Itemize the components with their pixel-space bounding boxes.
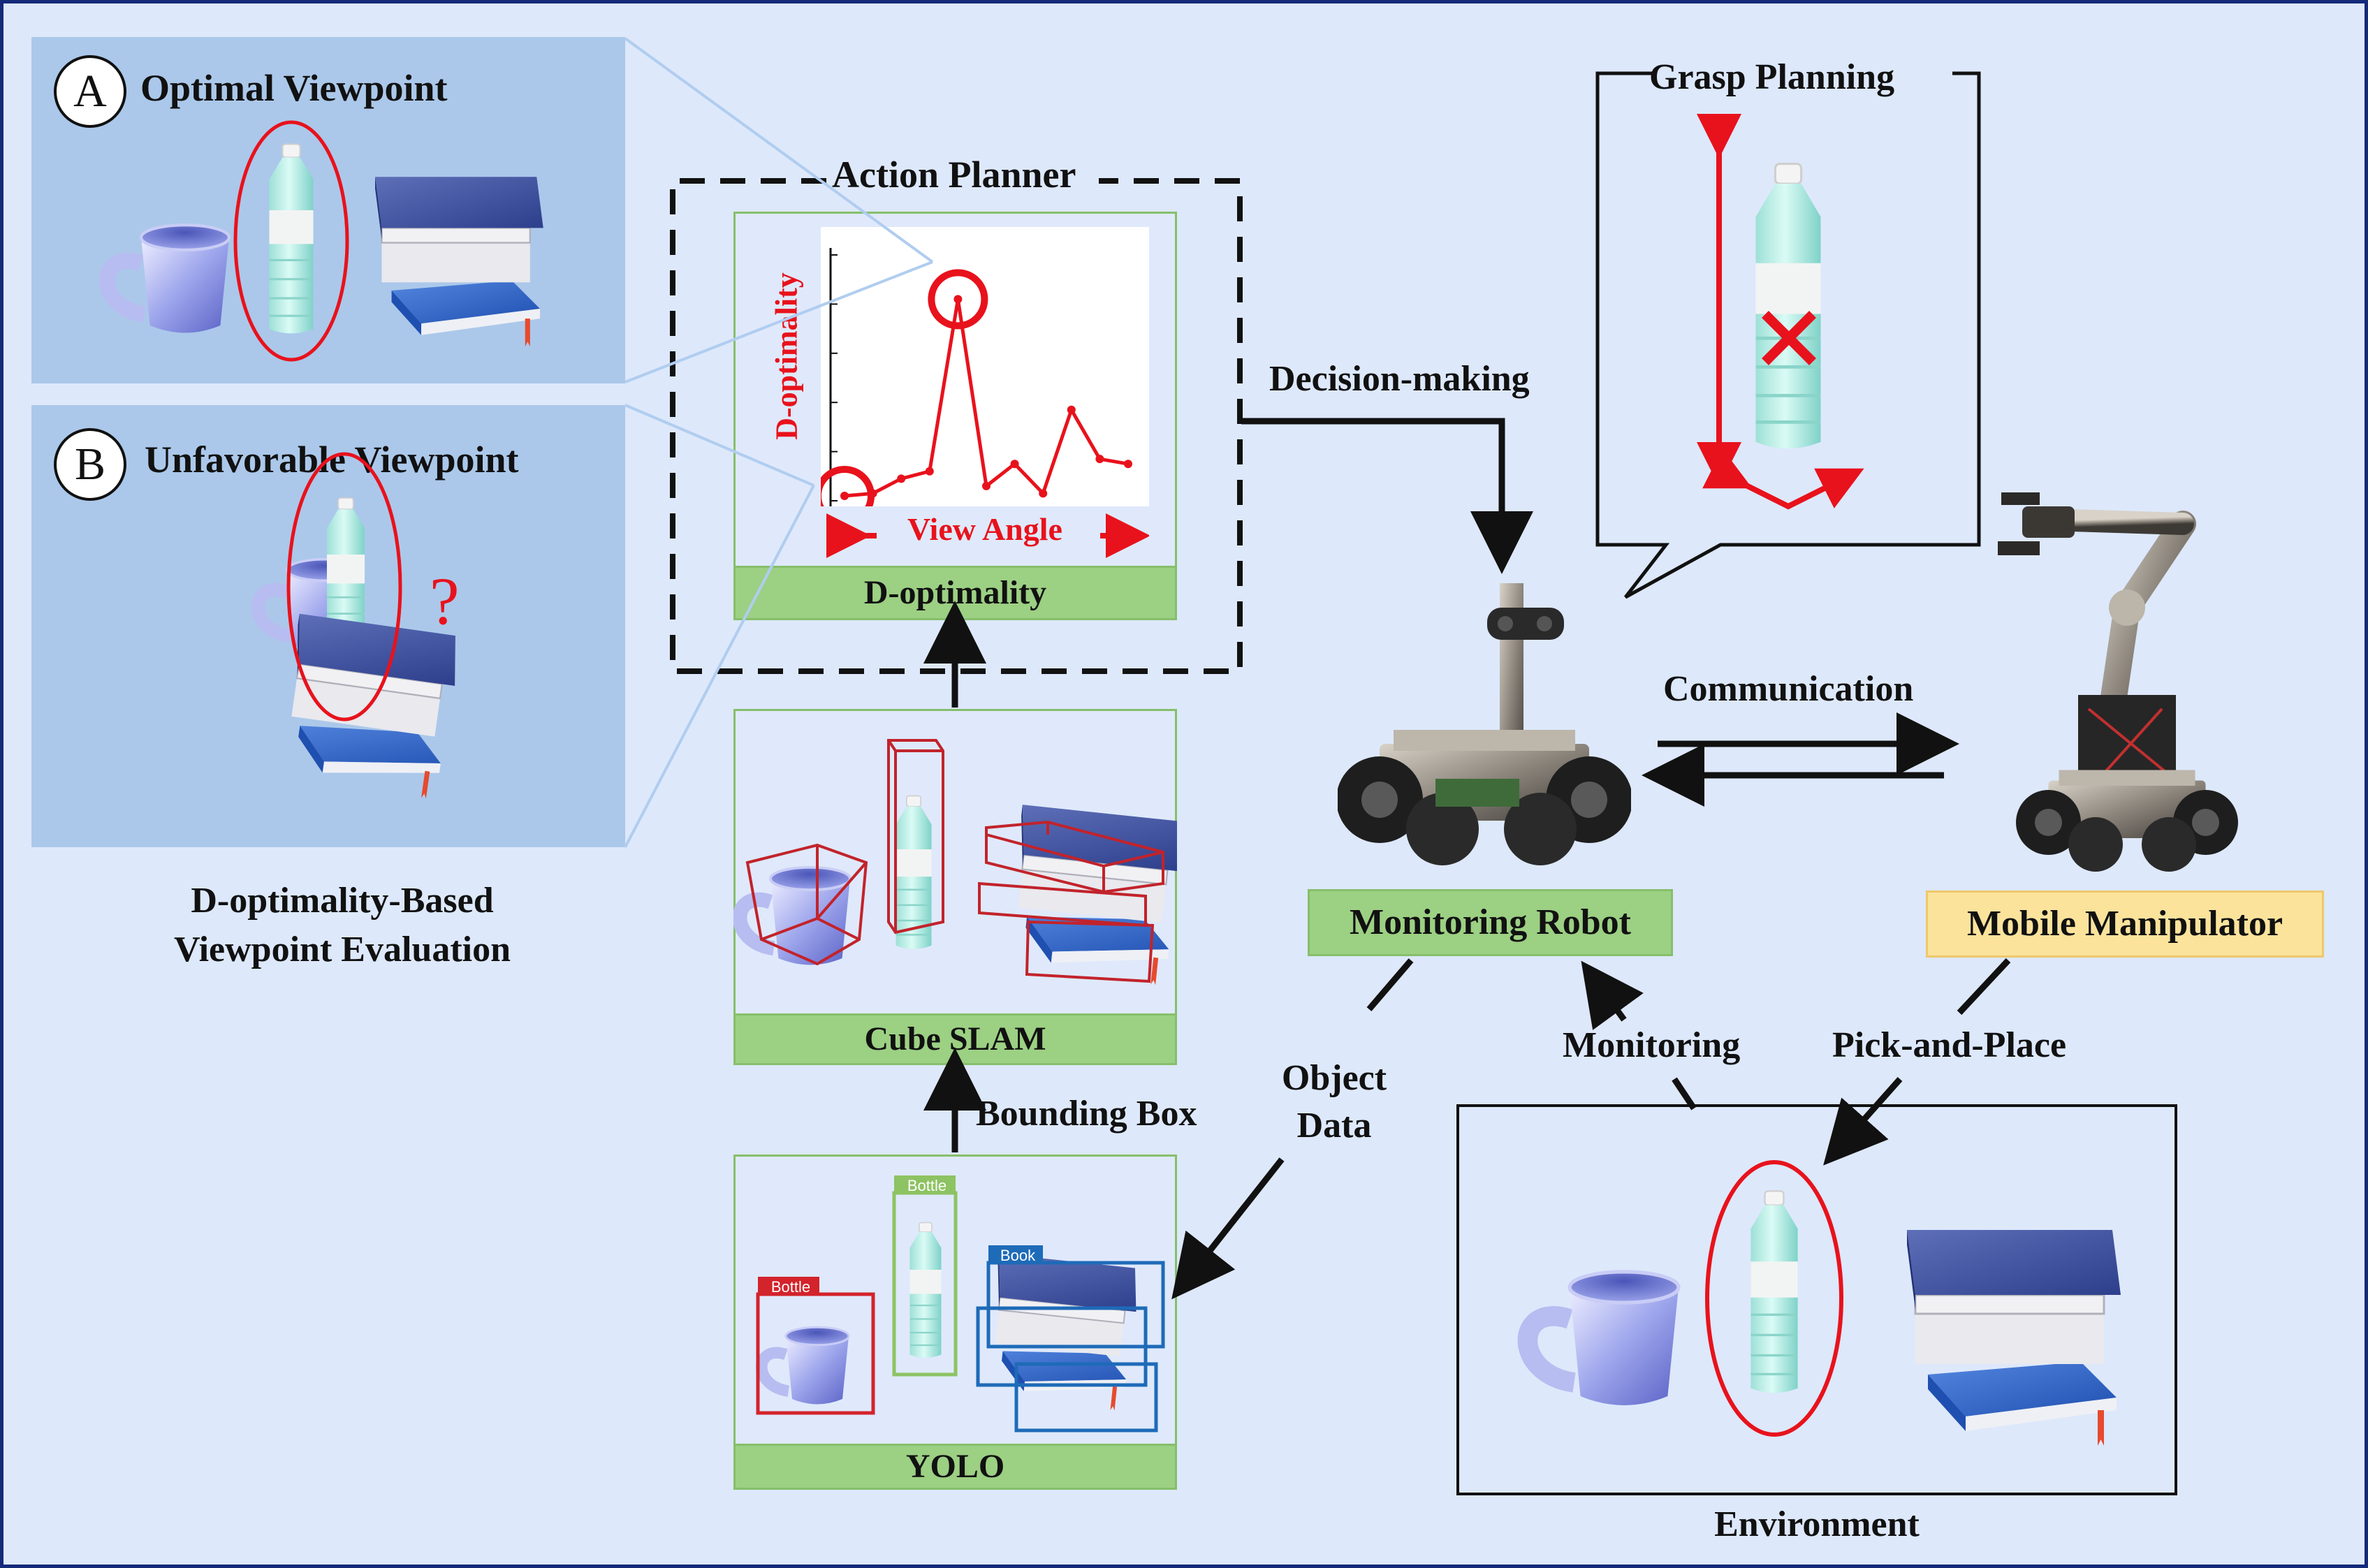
x-axis-arrows	[826, 513, 1149, 558]
arrow-pick-place-bottom	[1823, 1077, 1903, 1166]
book-3d-box	[985, 820, 1164, 894]
caption-line-1: D-optimality-Based	[191, 881, 494, 921]
object-data-label: Object Data	[1247, 1055, 1421, 1150]
zoom-line-b-top	[624, 404, 814, 487]
data-point	[1067, 405, 1076, 414]
uncertainty-question-mark: ?	[430, 564, 460, 638]
data-point	[1010, 460, 1019, 469]
bottle-3d-box	[887, 739, 944, 935]
data-point	[897, 474, 906, 483]
monitoring-robot-label: Monitoring Robot	[1308, 889, 1673, 956]
mobile-manipulator-label: Mobile Manipulator	[1926, 891, 2324, 958]
y-axis-ticks	[831, 254, 838, 501]
arrow-object-data-bottom	[1171, 1157, 1285, 1300]
arrow-monitoring-top	[1581, 960, 1644, 1030]
object-data-line-2: Data	[1296, 1106, 1372, 1145]
grasp-planning-bubble	[1595, 71, 1981, 599]
arrow-decision-making	[1241, 418, 1533, 574]
bottle-icon	[1756, 164, 1821, 449]
bottle-icon	[1749, 1189, 1799, 1395]
bounding-box-label: Bounding Box	[976, 1094, 1197, 1134]
highlight-circle	[928, 269, 988, 330]
book-tag-bg	[988, 1245, 1043, 1263]
viewpoint-evaluation-caption: D-optimality-Based Viewpoint Evaluation	[31, 877, 653, 974]
monitoring-label: Monitoring	[1563, 1025, 1741, 1065]
unfavorable-viewpoint-scene	[31, 452, 463, 802]
label-b-badge: B	[54, 428, 126, 501]
data-point	[925, 467, 934, 476]
optimal-viewpoint-title: Optimal Viewpoint	[140, 67, 448, 109]
data-point	[1039, 489, 1048, 498]
selection-ellipse	[233, 120, 349, 362]
action-planner-frame	[670, 178, 1243, 674]
yolo-tag-book: Book	[1000, 1247, 1036, 1264]
x-axis-label: View Angle	[907, 511, 1062, 547]
yolo-tag-bottle-red: Bottle	[770, 1278, 811, 1296]
unfavorable-viewpoint-title: Unfavorable Viewpoint	[145, 439, 519, 481]
data-point	[953, 295, 963, 304]
caption-line-2: Viewpoint Evaluation	[173, 930, 511, 969]
arrow-monitoring-bottom	[1672, 1077, 1697, 1111]
zoom-line-a-top	[624, 37, 934, 263]
invalid-grasp-x-icon	[1762, 311, 1816, 365]
mobile-manipulator-icon	[1998, 492, 2238, 872]
zoom-line-a-bottom	[624, 261, 933, 383]
action-planner-title: Action Planner	[832, 154, 1076, 196]
zoom-line-b-bottom	[624, 485, 815, 848]
data-point	[840, 491, 849, 500]
object-data-line-1: Object	[1281, 1058, 1387, 1098]
data-point	[1124, 460, 1132, 469]
book-3d-box	[1025, 920, 1155, 983]
highlight-circles	[821, 269, 988, 506]
bottle-tag-red-bg	[758, 1277, 819, 1295]
label-a-badge: A	[54, 55, 126, 128]
book-stack-icon	[1906, 1229, 2122, 1447]
book-bounding-box	[986, 1261, 1165, 1349]
optimal-viewpoint-scene	[31, 120, 544, 362]
pick-and-place-label: Pick-and-Place	[1832, 1025, 2067, 1065]
environment-scene	[1456, 1160, 2122, 1447]
plot-area	[821, 227, 1149, 506]
environment-label: Environment	[1714, 1504, 1920, 1544]
cube-slam-scene	[733, 739, 1177, 988]
highlight-circle	[821, 465, 875, 506]
selection-ellipse	[286, 452, 402, 721]
bottle-tag-green-bg	[894, 1175, 956, 1194]
book-bounding-box	[1014, 1362, 1158, 1433]
arrow-pick-place-top	[1957, 958, 2011, 1016]
flow-arrows	[624, 37, 2011, 1300]
grasp-planning-title: Grasp Planning	[1649, 57, 1895, 97]
yolo-label: YOLO	[733, 1444, 1177, 1490]
d-optimality-line-chart	[821, 248, 1132, 506]
mug-icon	[1528, 1272, 1679, 1405]
target-object-ellipse	[1705, 1160, 1843, 1437]
grasp-width-arrow	[1702, 448, 1864, 510]
mug-3d-box	[745, 843, 868, 966]
communication-label: Communication	[1663, 669, 1914, 709]
data-point	[982, 481, 991, 490]
yolo-tag-bottle-green: Bottle	[907, 1177, 947, 1194]
yolo-scene	[733, 1175, 1165, 1433]
book-bounding-box	[976, 1306, 1148, 1387]
environment-box	[1456, 1104, 2177, 1495]
data-point	[1095, 455, 1104, 464]
decision-making-label: Decision-making	[1269, 359, 1530, 399]
monitoring-robot-icon	[1338, 583, 1631, 865]
arrow-object-data-top	[1366, 958, 1414, 1011]
